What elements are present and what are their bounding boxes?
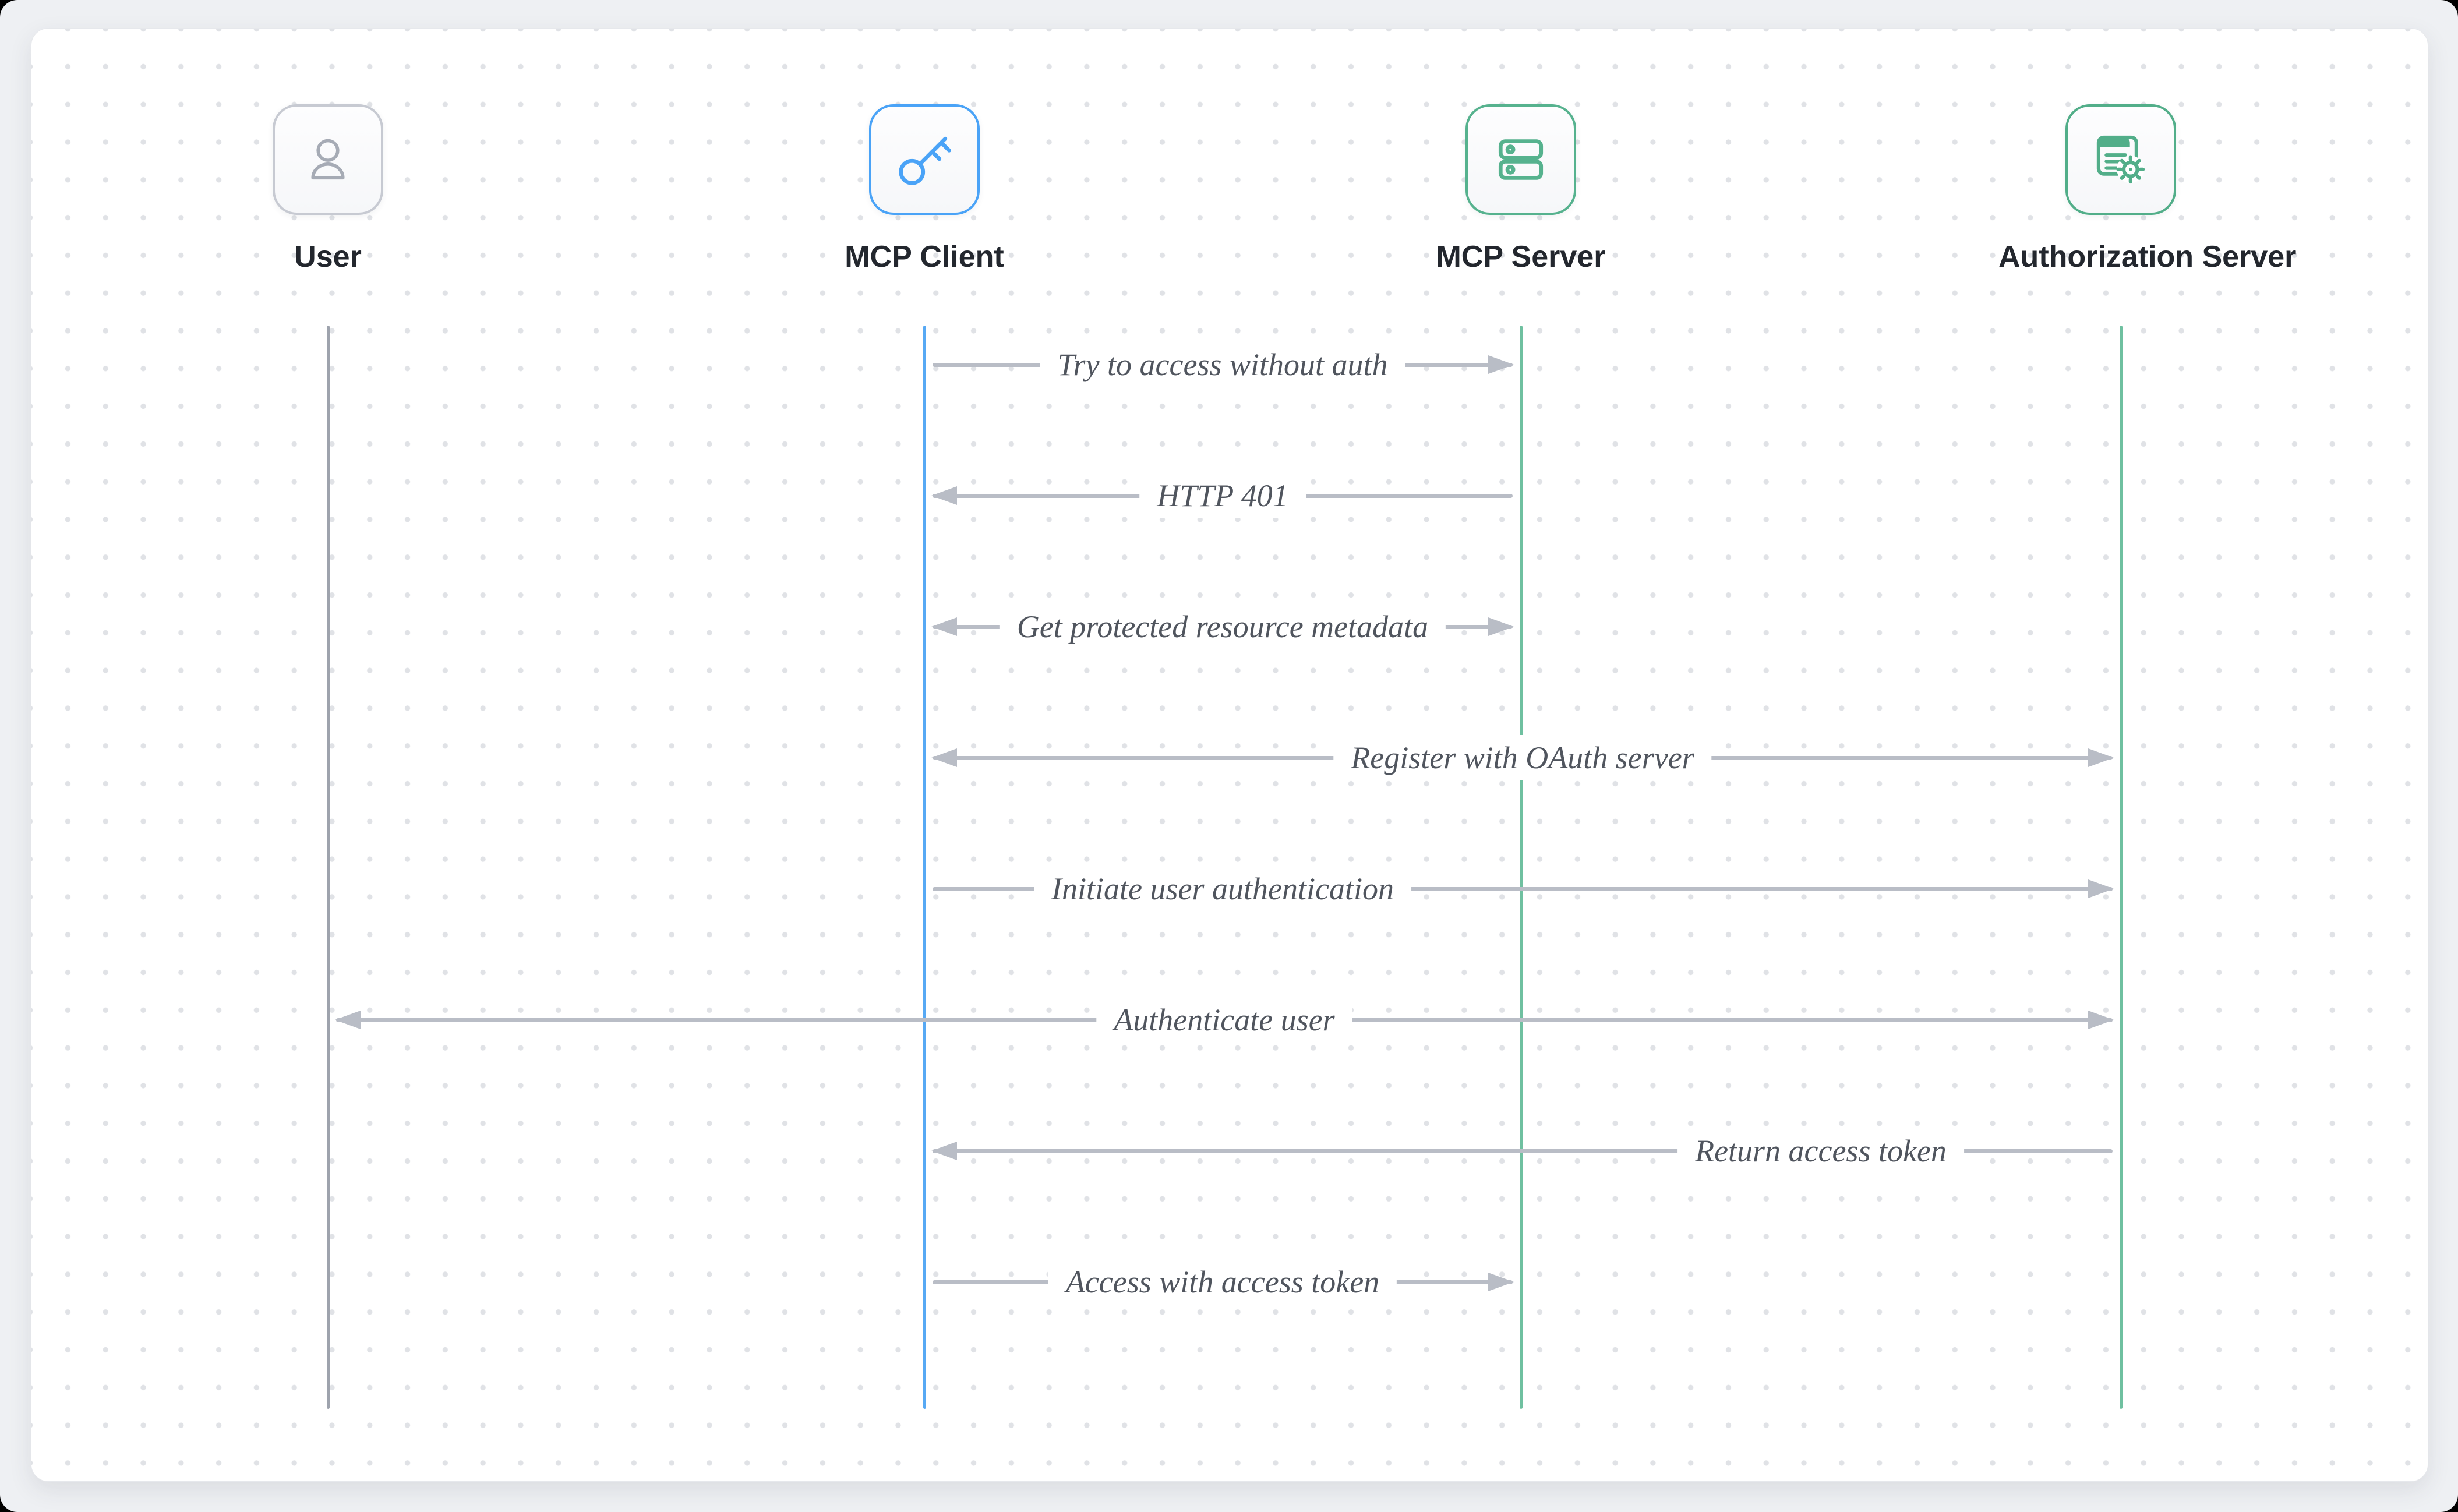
arrowhead-right-icon: [1488, 1273, 1514, 1291]
actor-label: MCP Client: [845, 240, 1004, 274]
message-line: [933, 1149, 2113, 1153]
actor-icon-box[interactable]: [2065, 104, 2176, 215]
arrowhead-right-icon: [2088, 879, 2114, 898]
actor-label: MCP Server: [1436, 240, 1606, 274]
message-label[interactable]: Initiate user authentication: [1034, 866, 1411, 912]
actor-label: Authorization Server: [1998, 240, 2297, 274]
actor-label: User: [294, 240, 362, 274]
message-arrow[interactable]: [933, 875, 2114, 902]
message-line: [933, 886, 2113, 891]
arrowhead-left-icon: [931, 748, 957, 767]
key-icon: [892, 127, 957, 192]
arrowhead-left-icon: [931, 1142, 957, 1160]
message-label[interactable]: Access with access token: [1048, 1259, 1397, 1305]
server-icon: [1488, 127, 1553, 192]
message-label[interactable]: HTTP 401: [1139, 473, 1306, 518]
lifeline-user: [326, 326, 330, 1409]
message-label[interactable]: Register with OAuth server: [1333, 735, 1712, 780]
arrowhead-left-icon: [335, 1011, 361, 1029]
arrowhead-left-icon: [931, 617, 957, 636]
actor-node-mcp-client[interactable]: MCP Client: [802, 104, 1047, 274]
message-label[interactable]: Get protected resource metadata: [999, 604, 1446, 649]
message-label[interactable]: Return access token: [1677, 1128, 1964, 1174]
lifeline-mcp-server: [1519, 326, 1523, 1409]
actor-node-auth-server[interactable]: Authorization Server: [1998, 104, 2297, 274]
message-label[interactable]: Try to access without auth: [1040, 342, 1405, 387]
lifeline-mcp-client: [923, 326, 926, 1409]
arrowhead-left-icon: [931, 486, 957, 505]
user-icon: [295, 127, 361, 192]
message-label[interactable]: Authenticate user: [1096, 997, 1352, 1043]
actor-icon-box[interactable]: [869, 104, 980, 215]
message-arrow[interactable]: [931, 1137, 2113, 1164]
actor-node-user[interactable]: User: [206, 104, 450, 274]
actor-icon-box[interactable]: [1465, 104, 1576, 215]
lifeline-auth-server: [2119, 326, 2123, 1409]
document-gear-icon: [2088, 127, 2153, 192]
actor-node-mcp-server[interactable]: MCP Server: [1398, 104, 1643, 274]
arrowhead-right-icon: [2088, 1011, 2114, 1029]
arrowhead-right-icon: [1488, 355, 1514, 374]
actor-icon-box[interactable]: [273, 104, 383, 215]
arrowhead-right-icon: [2088, 748, 2114, 767]
arrowhead-right-icon: [1488, 617, 1514, 636]
